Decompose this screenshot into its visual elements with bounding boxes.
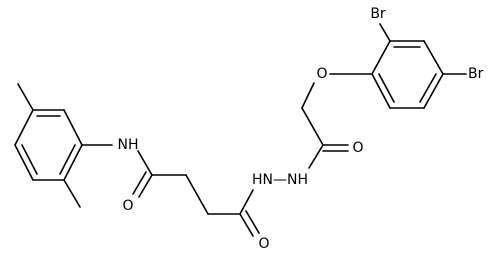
bond bbox=[419, 73, 437, 103]
atom-carbonyl-o-left: O bbox=[122, 198, 133, 214]
atom-amide-nh: NH bbox=[118, 137, 139, 153]
atom-br-para: Br bbox=[468, 66, 484, 82]
bond bbox=[371, 73, 391, 109]
bond bbox=[63, 179, 81, 208]
bond bbox=[239, 213, 254, 237]
bond bbox=[301, 82, 315, 109]
bond bbox=[14, 144, 34, 181]
bond bbox=[378, 73, 395, 103]
atom-hydrazide-nh-nh: HN—NH bbox=[252, 172, 308, 188]
bond bbox=[138, 174, 153, 198]
bond bbox=[185, 174, 209, 215]
bond bbox=[14, 109, 34, 146]
bond bbox=[63, 109, 83, 146]
atom-labels: Br Br O NH HN—NH O O O bbox=[118, 6, 484, 252]
bond bbox=[239, 189, 254, 215]
atom-ether-o: O bbox=[316, 66, 327, 82]
bond bbox=[379, 23, 391, 42]
bond bbox=[308, 144, 324, 169]
atom-br-ortho: Br bbox=[370, 6, 386, 22]
bond bbox=[423, 73, 444, 109]
atom-carbonyl-o-middle: O bbox=[258, 236, 269, 252]
atom-carbonyl-o-right: O bbox=[352, 140, 363, 156]
bond bbox=[245, 210, 260, 234]
bonds bbox=[14, 23, 467, 237]
bond bbox=[371, 40, 391, 75]
bond bbox=[17, 83, 34, 111]
bond bbox=[423, 40, 444, 75]
bond bbox=[59, 144, 76, 175]
bond bbox=[21, 144, 38, 175]
bond bbox=[301, 107, 324, 146]
bond bbox=[63, 144, 83, 181]
bond bbox=[137, 150, 153, 176]
bond bbox=[132, 171, 147, 195]
